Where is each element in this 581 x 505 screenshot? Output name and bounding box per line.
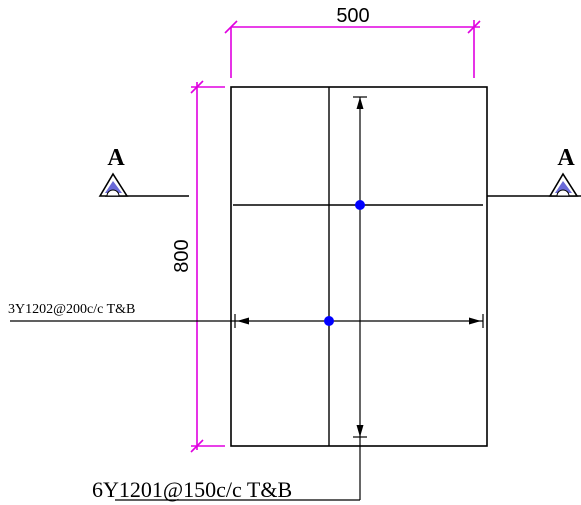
- rebar-lines: [10, 87, 484, 501]
- section-marker-right: A: [548, 145, 579, 197]
- width-label: 500: [336, 5, 369, 27]
- section-outline: [230, 86, 488, 447]
- rebar-point-upper: [355, 200, 365, 210]
- width-dimension: 500: [224, 5, 481, 78]
- height-label: 800: [171, 239, 193, 272]
- vertical-rebar-label: 6Y1201@150c/c T&B: [92, 477, 292, 502]
- section-label-right: A: [557, 145, 575, 171]
- height-dimension: 800: [171, 80, 225, 453]
- section-label-left: A: [107, 145, 125, 171]
- horizontal-rebar-label: 3Y1202@200c/c T&B: [8, 302, 135, 317]
- rebar-point-lower: [324, 316, 334, 326]
- section-marker-left: A: [98, 145, 129, 197]
